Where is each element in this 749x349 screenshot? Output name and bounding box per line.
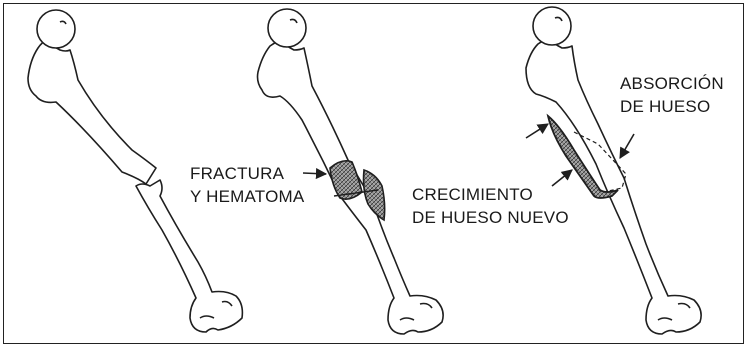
arrow-new-bone-upper <box>526 124 548 138</box>
label-fracture-line1: FRACTURA <box>190 162 304 185</box>
arrow-fracture <box>303 173 326 174</box>
label-fracture-hematoma: FRACTURA Y HEMATOMA <box>190 162 304 208</box>
label-bone-absorption: ABSORCIÓN DE HUESO <box>620 72 724 118</box>
label-new-bone-growth: CRECIMIENTO DE HUESO NUEVO <box>412 183 569 229</box>
femur-3-head <box>533 7 571 45</box>
label-absorption-line1: ABSORCIÓN <box>620 72 724 95</box>
label-growth-line2: DE HUESO NUEVO <box>412 206 569 229</box>
label-fracture-line2: Y HEMATOMA <box>190 185 304 208</box>
arrow-absorption <box>620 134 634 158</box>
femur-1-upper-fragment <box>28 40 156 184</box>
label-absorption-line2: DE HUESO <box>620 95 724 118</box>
label-growth-line1: CRECIMIENTO <box>412 183 569 206</box>
femur-1-head <box>37 10 75 48</box>
femur-remodeling <box>526 7 701 334</box>
femur-2-head <box>268 9 306 47</box>
